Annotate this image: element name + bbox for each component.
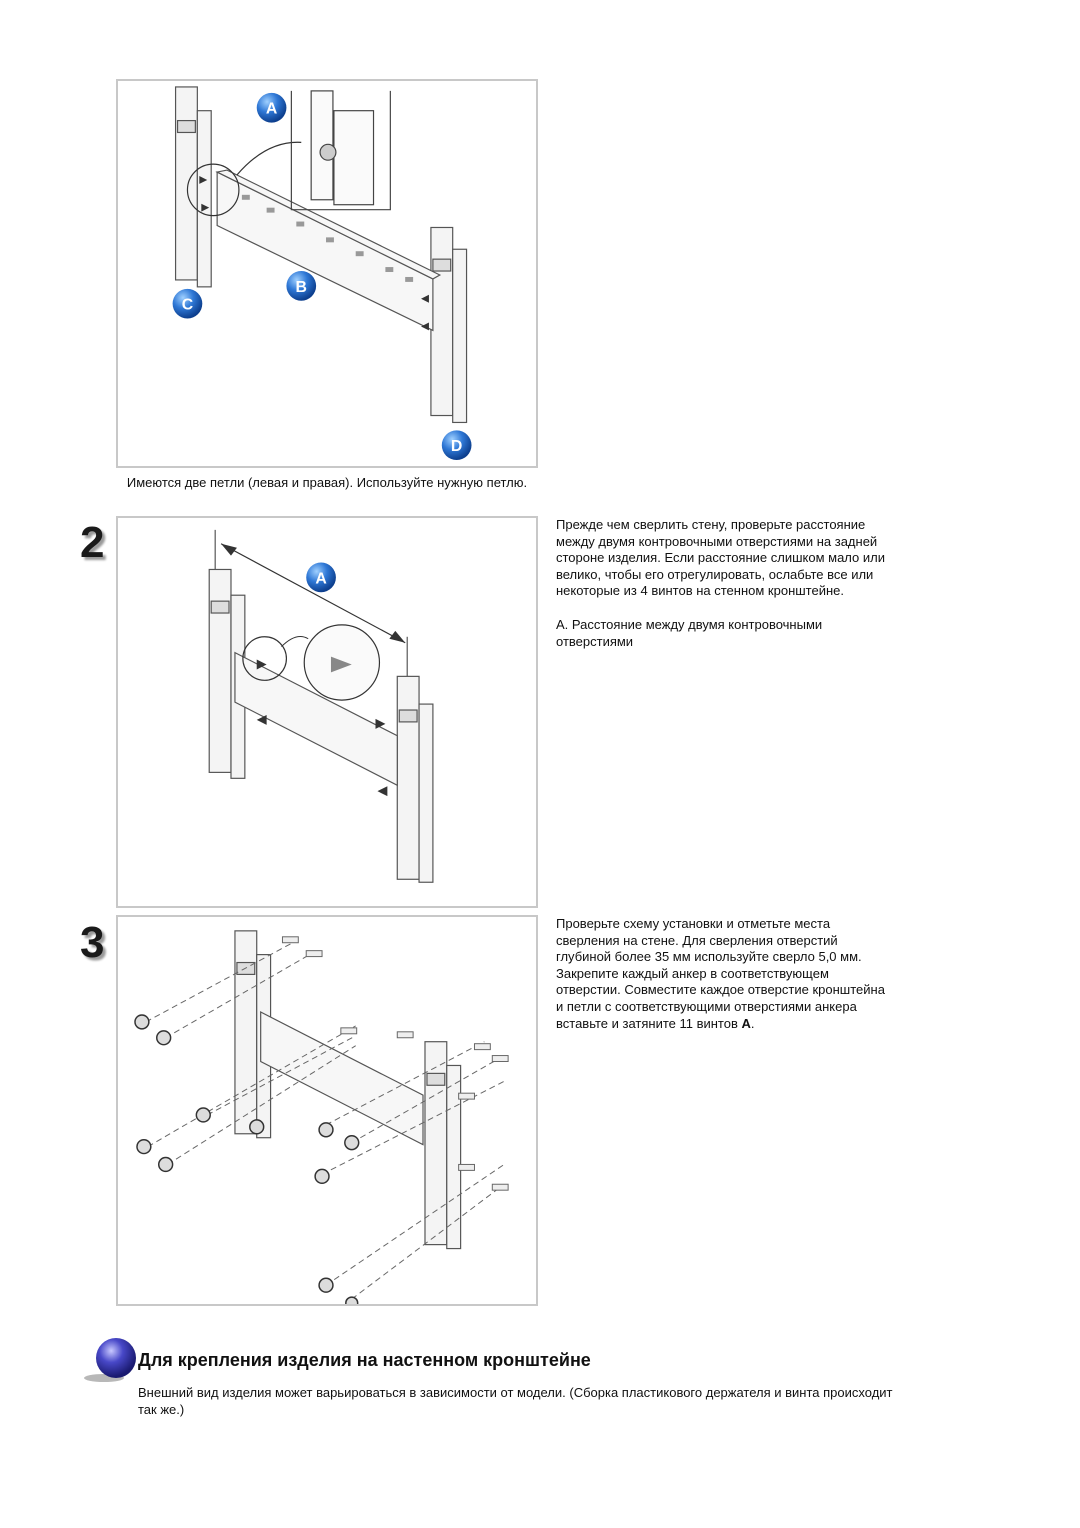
svg-text:B: B — [296, 279, 307, 296]
anchor-group — [281, 936, 509, 1191]
figure-1-illustration: A B C D — [172, 86, 472, 461]
figure-2-distance-diagram: A — [116, 516, 538, 908]
svg-text:C: C — [182, 297, 193, 314]
badge-a-icon — [306, 562, 336, 593]
badge-b-icon — [286, 271, 317, 301]
svg-text:A: A — [315, 570, 327, 587]
section-title: Для крепления изделия на настенном кронш… — [138, 1350, 591, 1370]
screw-group — [134, 1014, 360, 1304]
step-2-paragraph-1: Прежде чем сверлить стену, проверьте рас… — [556, 517, 885, 599]
badge-d-icon — [441, 430, 472, 461]
badge-c-icon — [172, 288, 203, 319]
step-2-description: Прежде чем сверлить стену, проверьте рас… — [556, 517, 886, 650]
step-2-number: 2 — [80, 518, 105, 567]
step-3-paragraph-1: Проверьте схему установки и отметьте мес… — [556, 916, 862, 965]
badge-a-icon — [256, 92, 287, 123]
step-3-paragraph-2: Закрепите каждый анкер в соответствующем… — [556, 965, 885, 1031]
figure-2-illustration: A — [208, 529, 434, 883]
svg-text:A: A — [266, 101, 278, 118]
figure-1-hinge-diagram: A B C D — [116, 79, 538, 468]
section-body: Внешний вид изделия может варьироваться … — [138, 1385, 893, 1417]
step-3-number: 3 — [80, 918, 105, 967]
figure-1-caption: Имеются две петли (левая и правая). Испо… — [126, 475, 528, 490]
step-3-description: Проверьте схему установки и отметьте мес… — [556, 916, 886, 1032]
screw-a-label: A — [741, 1015, 751, 1031]
step-2-paragraph-2: A. Расстояние между двумя контровочными … — [556, 616, 823, 649]
figure-3-install-diagram — [116, 915, 538, 1306]
figure-3-illustration — [134, 930, 509, 1304]
section-bullet-sphere-icon — [84, 1338, 136, 1382]
svg-text:D: D — [451, 438, 462, 455]
